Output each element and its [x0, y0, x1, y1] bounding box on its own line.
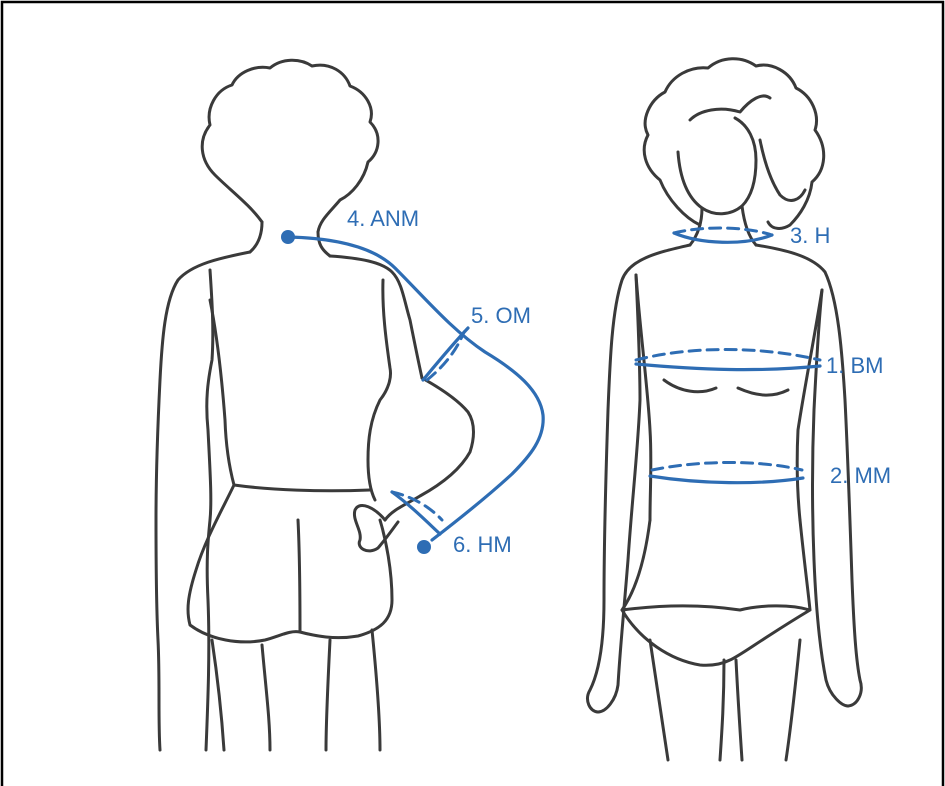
back-torso-left [210, 300, 234, 485]
bm-dashed-arc [636, 350, 820, 361]
back-left-shoulder-arm [156, 252, 250, 750]
back-hips [188, 485, 392, 642]
front-view-figure [588, 59, 862, 760]
back-left-arm-inner [206, 270, 213, 750]
front-fringe [690, 96, 805, 200]
front-hair [644, 59, 823, 229]
front-legs [650, 640, 800, 760]
back-right-shoulder [330, 256, 422, 378]
front-bust [664, 380, 788, 395]
label-bm: 1. BM [826, 353, 883, 378]
anm-arm-length-line [288, 237, 543, 540]
mm-solid-arc [650, 476, 803, 483]
back-right-arm-inner [368, 280, 391, 500]
back-waist [234, 485, 370, 491]
mm-dashed-arc [652, 463, 802, 471]
hm-end-dot [417, 540, 431, 554]
label-om: 5. OM [471, 303, 531, 328]
h-dashed-arc [674, 228, 772, 235]
h-solid-arc [674, 233, 772, 242]
back-view-figure [156, 60, 474, 750]
label-hm: 6. HM [453, 532, 512, 557]
front-face [678, 118, 756, 214]
label-anm: 4. ANM [347, 206, 419, 231]
back-seat-split [298, 520, 300, 632]
bm-solid-arc [636, 364, 820, 370]
label-h: 3. H [790, 223, 830, 248]
label-mm: 2. MM [830, 463, 891, 488]
back-legs [212, 630, 380, 750]
